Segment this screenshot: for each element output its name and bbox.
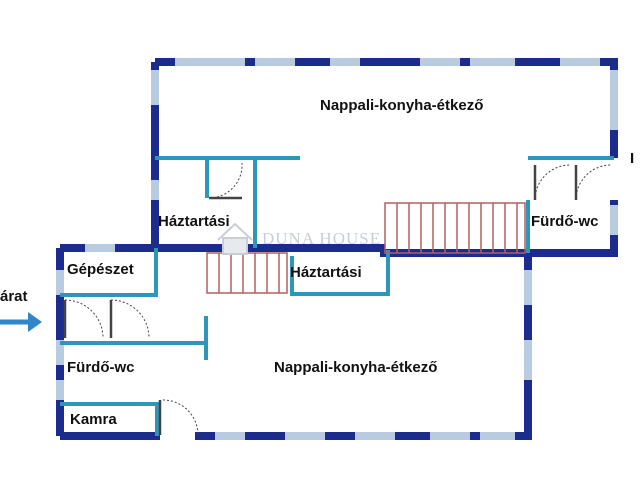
upper-unit-windows <box>151 58 618 235</box>
label-lower-mechanical: Gépészet <box>67 261 134 278</box>
house-logo-icon <box>217 222 253 255</box>
label-lower-living: Nappali-konyha-étkező <box>274 359 437 376</box>
lower-unit-windows <box>56 244 532 440</box>
label-upper-bath: Fürdő-wc <box>531 213 599 230</box>
label-lower-pantry: Kamra <box>70 411 117 428</box>
label-upper-living: Nappali-konyha-étkező <box>320 97 483 114</box>
arrow-right-icon <box>0 312 42 332</box>
inner-walls <box>60 156 614 436</box>
label-lower-bath: Fürdő-wc <box>67 359 135 376</box>
label-lower-utility: Háztartási <box>290 264 362 281</box>
label-upper-utility: Háztartási <box>158 213 230 230</box>
watermark-text: DUNA HOUSE <box>262 229 381 248</box>
door-leaves <box>63 165 578 435</box>
upper-staircase <box>384 202 526 254</box>
lower-staircase <box>206 252 288 294</box>
label-edge-letter: I <box>630 150 634 167</box>
label-entrance: árat <box>0 288 28 305</box>
